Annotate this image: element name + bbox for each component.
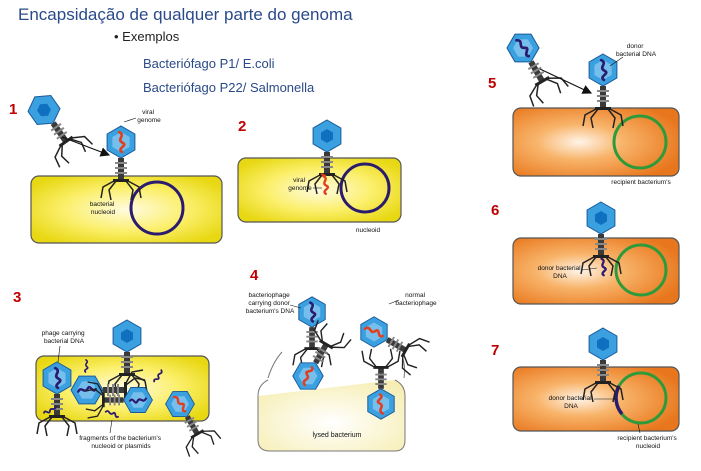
label-donor-dna-6: donor bacterial DNA	[538, 265, 583, 280]
label-viral-genome-1: viral genome	[137, 109, 161, 124]
step-number-2: 2	[238, 118, 247, 135]
bacterial-cell-2	[237, 157, 402, 223]
recipient-nucleoid-6	[614, 243, 668, 297]
bacterial-cell-1	[30, 175, 223, 244]
label-normal-bacteriophage: normal bacteriophage	[395, 292, 437, 307]
label-recipient-nucleoid-7: recipient bacterium's nucleoid	[617, 435, 678, 450]
label-donor-dna-5: donor bacterial DNA	[616, 43, 657, 58]
integrated-donor-dna-7	[614, 385, 624, 416]
step-number-1: 1	[9, 101, 18, 118]
step-number-7: 7	[491, 342, 500, 359]
label-phage-carrying: phage carrying bacterial DNA	[42, 330, 87, 345]
bullet-examples: • Exemplos	[114, 29, 180, 44]
recipient-cell-5	[512, 107, 680, 177]
nucleoid-2	[339, 162, 391, 214]
label-bacterial-nucleoid: bacterial nucleoid	[90, 201, 116, 216]
slide-title: Encapsidação de qualquer parte do genoma	[18, 5, 353, 24]
label-nucleoid-2: nucleoid	[356, 227, 381, 234]
recipient-nucleoid-5	[612, 114, 668, 170]
phage-approaching-5	[496, 23, 571, 110]
arrow-5	[539, 68, 593, 94]
phage-normal-4b	[350, 306, 433, 377]
bacterial-nucleoid-1	[129, 180, 185, 236]
label-donor-dna-7: donor bacterial DNA	[549, 395, 594, 410]
label-bacteriophage-carrying: bacteriophage carrying donor bacterium's…	[246, 292, 295, 315]
arrow-1	[61, 136, 111, 157]
step-number-5: 5	[488, 75, 497, 92]
example-p22: Bacteriófago P22/ Salmonella	[143, 80, 315, 95]
example-p1: Bacteriófago P1/ E.coli	[143, 56, 275, 71]
label-fragments: fragments of the bacterium's nucleoid or…	[79, 435, 163, 450]
bullet-label: Exemplos	[122, 29, 180, 44]
label-recipient-5: recipient bacterium's	[611, 179, 671, 186]
step-number-6: 6	[491, 202, 500, 219]
step-number-3: 3	[13, 289, 22, 306]
label-viral-genome-2: viral genome	[288, 177, 312, 192]
label-lysed-bacterium: lysed bacterium	[312, 432, 361, 439]
step-number-4: 4	[250, 267, 259, 284]
phage-infecting-1	[17, 84, 95, 170]
